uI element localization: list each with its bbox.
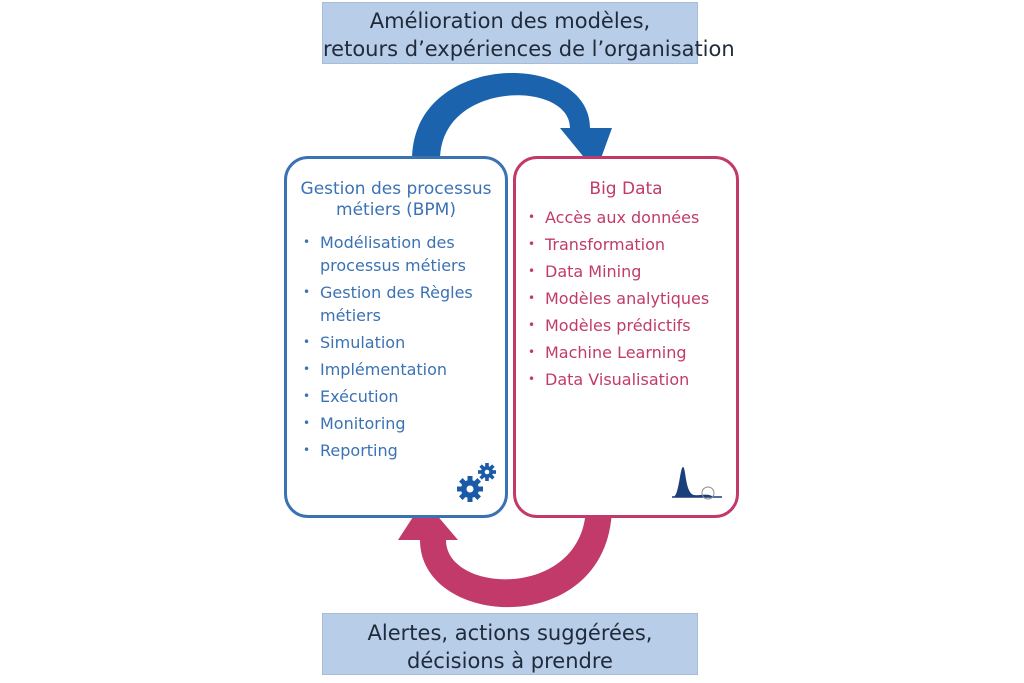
bottom-alerts-box: Alertes, actions suggérées, décisions à … <box>322 613 698 675</box>
list-item: Modèles analytiques <box>528 287 736 310</box>
list-item: Gestion des Règles métiers <box>303 281 505 327</box>
list-item: Modèles prédictifs <box>528 314 736 337</box>
bpm-item-2-line-1: Gestion des Règles <box>320 283 473 302</box>
bpm-item-6: Monitoring <box>320 414 406 433</box>
list-item: Accès aux données <box>528 206 736 229</box>
top-feedback-line-1: Amélioration des modèles, <box>369 9 651 33</box>
list-item: Data Mining <box>528 260 736 283</box>
bpm-list: Modélisation des processus métiers Gesti… <box>287 231 505 462</box>
bpm-panel: Gestion des processus métiers (BPM) Modé… <box>284 156 508 518</box>
list-item: Reporting <box>303 439 505 462</box>
list-item: Implémentation <box>303 358 505 381</box>
list-item: Modélisation des processus métiers <box>303 231 505 277</box>
bottom-alerts-line-1: Alertes, actions suggérées, <box>367 621 653 645</box>
bottom-alerts-line-2: décisions à prendre <box>407 649 613 673</box>
list-item: Simulation <box>303 331 505 354</box>
bpm-item-7: Reporting <box>320 441 398 460</box>
bpm-item-3: Simulation <box>320 333 406 352</box>
big-data-title: Big Data <box>589 179 663 199</box>
list-item: Data Visualisation <box>528 368 736 391</box>
bpm-title-line-1: Gestion des processus <box>300 179 492 199</box>
gears-icon <box>457 463 496 502</box>
bpm-item-1-line-2: processus métiers <box>320 256 466 275</box>
list-item: Transformation <box>528 233 736 256</box>
big-data-list: Accès aux données Transformation Data Mi… <box>516 206 736 391</box>
bpm-title-line-2: métiers (BPM) <box>336 200 456 220</box>
big-data-panel: Big Data Accès aux données Transformatio… <box>513 156 739 518</box>
bpm-item-5: Exécution <box>320 387 399 406</box>
distribution-chart-icon <box>672 467 722 500</box>
list-item: Machine Learning <box>528 341 736 364</box>
bpm-item-1-line-1: Modélisation des <box>320 233 455 252</box>
bpm-title: Gestion des processus métiers (BPM) <box>287 179 505 221</box>
bpm-item-2-line-2: métiers <box>320 306 381 325</box>
top-feedback-line-2: retours d’expériences de l’organisation <box>323 37 735 61</box>
list-item: Exécution <box>303 385 505 408</box>
bpm-item-4: Implémentation <box>320 360 448 379</box>
list-item: Monitoring <box>303 412 505 435</box>
top-feedback-box: Amélioration des modèles, retours d’expé… <box>322 2 735 64</box>
